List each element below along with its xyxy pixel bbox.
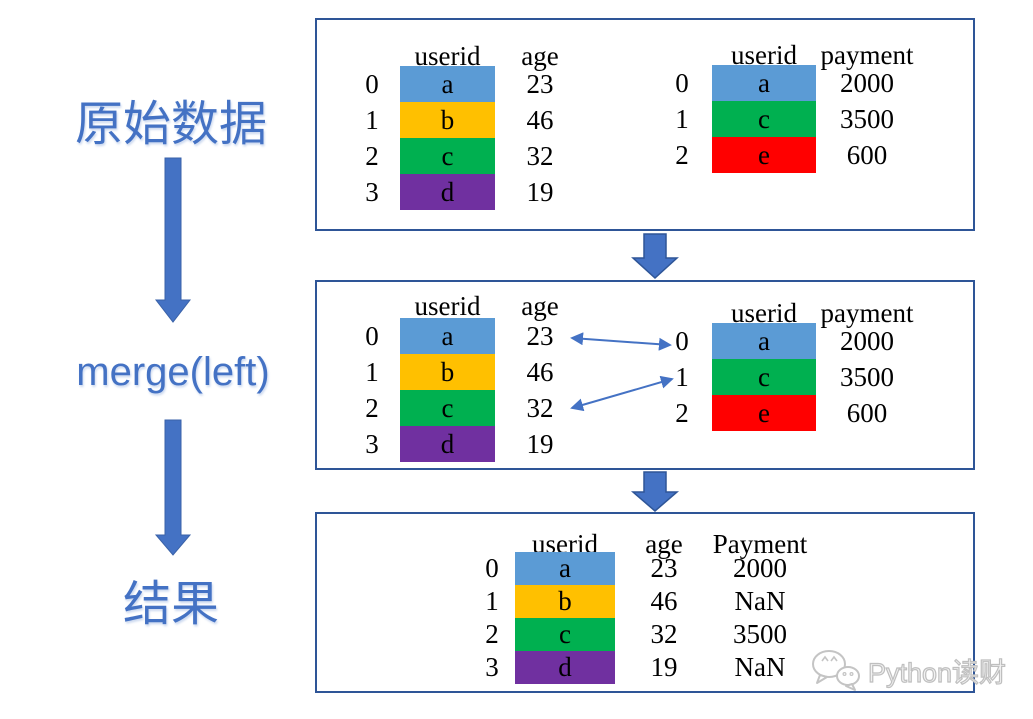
arrow-panel1-to-panel2 bbox=[631, 233, 679, 280]
column-header: age bbox=[521, 41, 559, 71]
userid-value: e bbox=[758, 140, 770, 170]
userid-cell: e bbox=[712, 395, 816, 431]
row-index: 1 bbox=[485, 586, 499, 616]
userid-value: b bbox=[440, 105, 455, 135]
row-index: 2 bbox=[365, 141, 379, 171]
age-value: 19 bbox=[526, 177, 554, 207]
column-header: age bbox=[645, 529, 683, 559]
watermark: Python读财 bbox=[810, 646, 1033, 694]
userid-cell: b bbox=[515, 585, 615, 618]
userid-cell: a bbox=[712, 323, 816, 359]
userid-cell: d bbox=[400, 174, 495, 210]
payment-value: 3500 bbox=[733, 619, 787, 649]
userid-value: a bbox=[441, 69, 454, 99]
payment-value: 3500 bbox=[840, 362, 894, 392]
userid-value: d bbox=[440, 429, 455, 459]
row-index: 2 bbox=[365, 393, 379, 423]
age-value: 32 bbox=[526, 141, 554, 171]
userid-cell: e bbox=[712, 137, 816, 173]
userid-cell: a bbox=[712, 65, 816, 101]
row-index: 1 bbox=[675, 362, 689, 392]
age-value: 46 bbox=[526, 105, 554, 135]
column-header: Payment bbox=[712, 529, 808, 559]
payment-value: 2000 bbox=[733, 553, 787, 583]
userid-cell: c bbox=[400, 390, 495, 426]
age-value: 23 bbox=[526, 321, 554, 351]
wechat-bubbles-icon bbox=[812, 650, 860, 691]
userid-cell: d bbox=[515, 651, 615, 684]
row-index: 0 bbox=[365, 321, 379, 351]
watermark-text: Python读财 bbox=[867, 657, 1007, 688]
userid-value: c bbox=[758, 104, 770, 134]
age-value: 32 bbox=[650, 619, 678, 649]
userid-value: a bbox=[758, 68, 770, 98]
age-value: 32 bbox=[526, 393, 554, 423]
row-index: 1 bbox=[365, 105, 379, 135]
userid-value: a bbox=[758, 326, 770, 356]
age-value: 23 bbox=[650, 553, 678, 583]
userid-cell: b bbox=[400, 354, 495, 390]
userid-value: c bbox=[441, 141, 454, 171]
arrow-original-to-merge bbox=[154, 157, 192, 323]
userid-cell: c bbox=[515, 618, 615, 651]
userid-value: b bbox=[440, 357, 455, 387]
userid-value: a bbox=[559, 553, 571, 583]
row-index: 0 bbox=[675, 68, 689, 98]
arrow-merge-to-result bbox=[154, 419, 192, 556]
row-index: 1 bbox=[365, 357, 379, 387]
result-panel bbox=[315, 512, 975, 693]
row-index: 3 bbox=[485, 652, 499, 682]
row-index: 0 bbox=[365, 69, 379, 99]
userid-cell: c bbox=[712, 359, 816, 395]
row-index: 0 bbox=[485, 553, 499, 583]
row-index: 2 bbox=[675, 398, 689, 428]
column-header: age bbox=[521, 291, 559, 321]
userid-value: c bbox=[758, 362, 770, 392]
row-index: 3 bbox=[365, 429, 379, 459]
payment-value: 3500 bbox=[840, 104, 894, 134]
payment-value: 600 bbox=[846, 398, 888, 428]
userid-cell: c bbox=[400, 138, 495, 174]
userid-value: a bbox=[441, 321, 454, 351]
column-header: userid bbox=[414, 291, 481, 321]
payment-value: 600 bbox=[846, 140, 888, 170]
row-index: 2 bbox=[675, 140, 689, 170]
userid-value: c bbox=[441, 393, 454, 423]
payment-value: NaN bbox=[734, 586, 786, 616]
payment-value: 2000 bbox=[840, 326, 894, 356]
column-header: payment bbox=[820, 298, 914, 328]
age-value: 19 bbox=[650, 652, 678, 682]
merge-left-label: merge(left) bbox=[76, 350, 270, 394]
userid-value: d bbox=[558, 652, 572, 682]
userid-cell: c bbox=[712, 101, 816, 137]
userid-cell: a bbox=[515, 552, 615, 585]
userid-cell: d bbox=[400, 426, 495, 462]
row-index: 3 bbox=[365, 177, 379, 207]
age-value: 19 bbox=[526, 429, 554, 459]
arrow-panel2-to-panel3 bbox=[630, 471, 680, 512]
original-data-label: 原始数据 bbox=[74, 98, 267, 151]
row-index: 0 bbox=[675, 326, 689, 356]
row-index: 1 bbox=[675, 104, 689, 134]
column-header: payment bbox=[820, 40, 914, 70]
userid-value: b bbox=[558, 586, 572, 616]
age-value: 46 bbox=[526, 357, 554, 387]
result-label: 结果 bbox=[122, 578, 219, 631]
userid-cell: a bbox=[400, 318, 495, 354]
userid-cell: b bbox=[400, 102, 495, 138]
age-value: 23 bbox=[526, 69, 554, 99]
userid-value: e bbox=[758, 398, 770, 428]
age-value: 46 bbox=[650, 586, 678, 616]
payment-value: NaN bbox=[734, 652, 786, 682]
userid-cell: a bbox=[400, 66, 495, 102]
row-index: 2 bbox=[485, 619, 499, 649]
payment-value: 2000 bbox=[840, 68, 894, 98]
userid-value: d bbox=[440, 177, 455, 207]
userid-value: c bbox=[559, 619, 571, 649]
